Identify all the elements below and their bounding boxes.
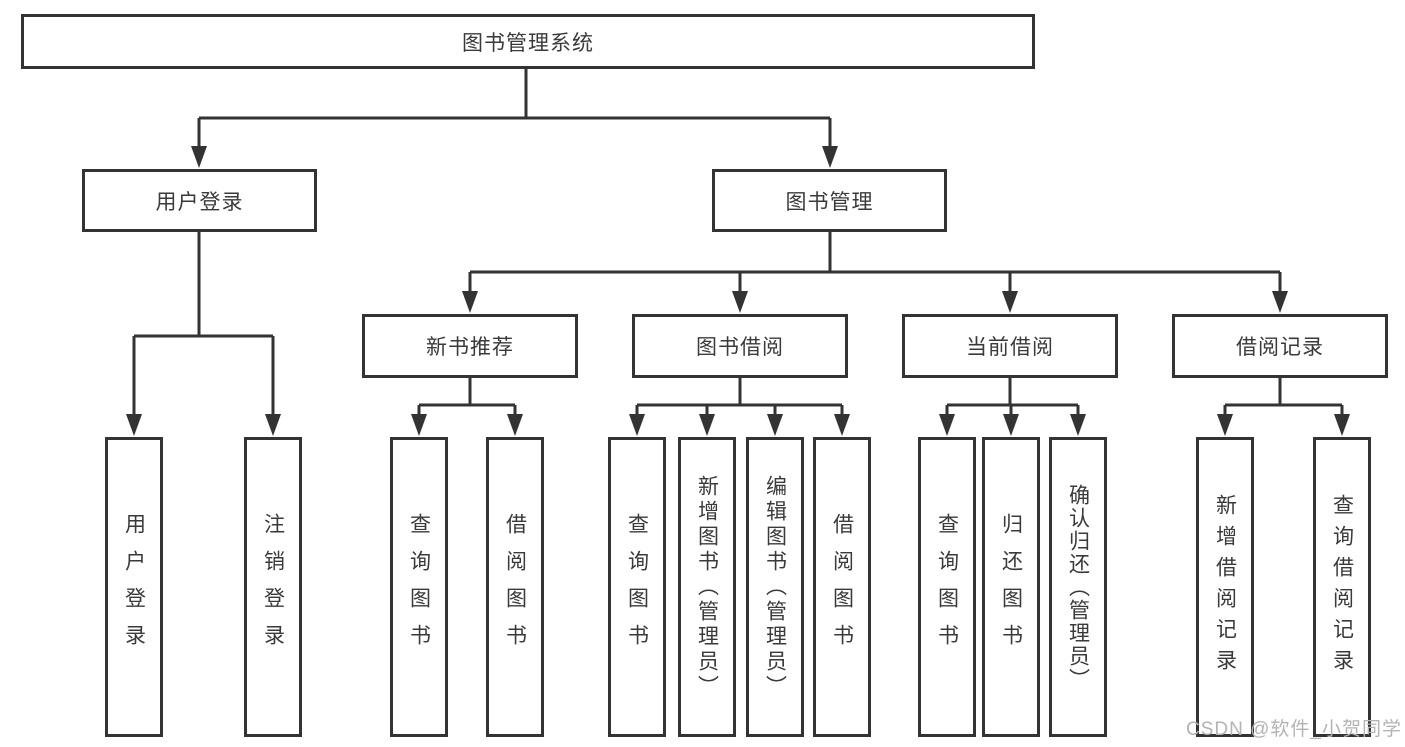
- leaf-return-books: 归还图书: [982, 437, 1040, 737]
- node-book-management: 图书管理: [712, 169, 947, 232]
- node-label: 查询图书: [935, 513, 959, 661]
- node-label: 新增图书（管理员）: [695, 474, 719, 700]
- leaf-query-books-current: 查询图书: [918, 437, 976, 737]
- node-current-borrowing: 当前借阅: [902, 314, 1118, 378]
- node-label: 图书管理系统: [462, 31, 594, 55]
- leaf-logout: 注销登录: [244, 437, 302, 737]
- node-label: 注销登录: [261, 513, 285, 661]
- node-label: 新增借阅记录: [1213, 494, 1237, 680]
- leaf-edit-books-admin: 编辑图书（管理员）: [746, 437, 804, 737]
- leaf-borrow-books-borrowing: 借阅图书: [813, 437, 871, 737]
- node-label: 查询图书: [407, 513, 431, 661]
- node-label: 查询图书: [625, 513, 649, 661]
- node-label: 借阅图书: [503, 513, 527, 661]
- node-label: 借阅图书: [830, 513, 854, 661]
- leaf-add-books-admin: 新增图书（管理员）: [678, 437, 736, 737]
- node-new-book-recommend: 新书推荐: [362, 314, 578, 378]
- node-label: 编辑图书（管理员）: [763, 474, 787, 700]
- node-label: 借阅记录: [1236, 336, 1324, 359]
- node-borrowing-records: 借阅记录: [1172, 314, 1388, 378]
- leaf-query-borrow-record: 查询借阅记录: [1313, 437, 1371, 737]
- node-label: 归还图书: [999, 513, 1023, 661]
- node-library-system: 图书管理系统: [21, 14, 1035, 69]
- node-label: 新书推荐: [426, 336, 514, 359]
- node-label: 当前借阅: [966, 336, 1054, 359]
- node-label: 图书管理: [785, 190, 874, 214]
- leaf-confirm-return-admin: 确认归还（管理员）: [1049, 437, 1107, 737]
- leaf-add-borrow-record: 新增借阅记录: [1196, 437, 1254, 737]
- leaf-query-books-recommend: 查询图书: [390, 437, 448, 737]
- leaf-borrow-books-recommend: 借阅图书: [486, 437, 544, 737]
- arrowheads: [126, 146, 1350, 436]
- leaf-query-books-borrowing: 查询图书: [608, 437, 666, 737]
- leaf-user-login: 用户登录: [105, 437, 163, 737]
- node-book-borrowing: 图书借阅: [632, 314, 848, 378]
- watermark: CSDN @软件_小贺同学: [1186, 719, 1402, 740]
- node-label: 用户登录: [122, 513, 146, 661]
- node-user-login: 用户登录: [82, 169, 317, 232]
- node-label: 用户登录: [155, 190, 244, 214]
- node-label: 查询借阅记录: [1330, 494, 1354, 680]
- node-label: 图书借阅: [696, 336, 784, 359]
- node-label: 确认归还（管理员）: [1066, 483, 1090, 691]
